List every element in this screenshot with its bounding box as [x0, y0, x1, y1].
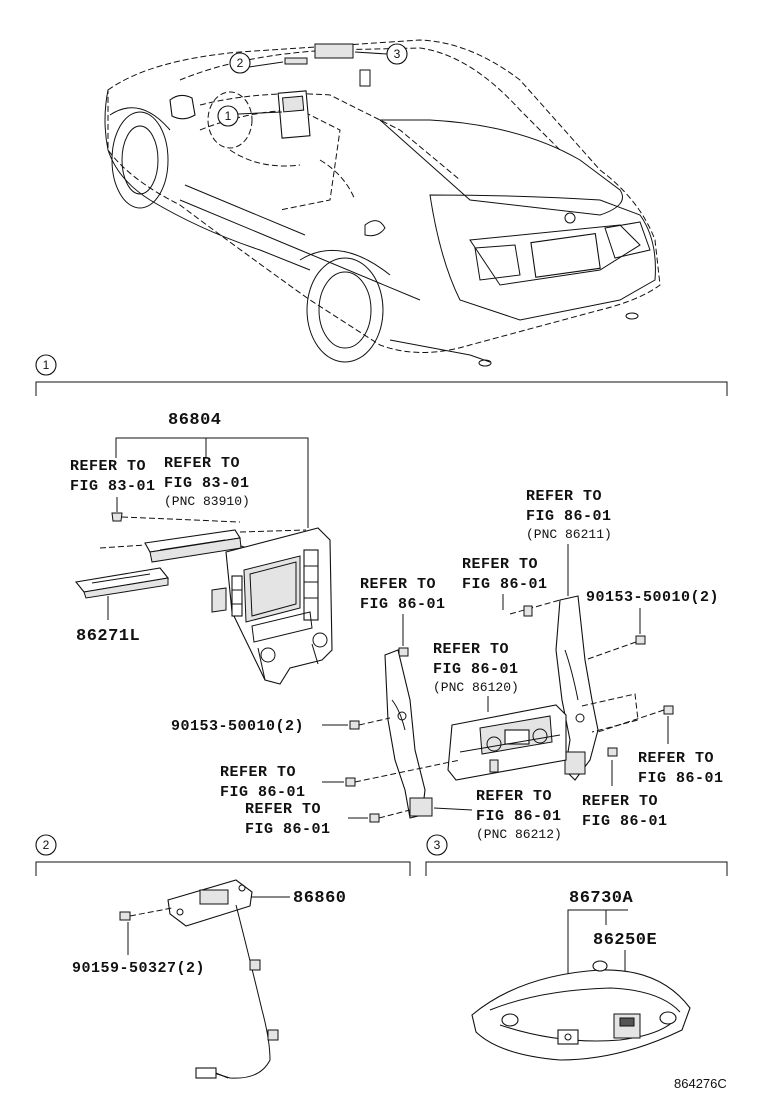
ref-86-01-j-line2: FIG 86-01: [245, 821, 331, 838]
part-90153-right-label: 90153-50010(2): [586, 589, 719, 606]
ref-86-01-i-line1: REFER TO: [582, 793, 658, 810]
section-3: 3 86730A 86250E: [425, 834, 728, 1061]
diagram-code: 864276C: [674, 1076, 727, 1091]
left-side-bracket-illustration: [384, 649, 433, 819]
part-86804-bezel-illustration: [211, 527, 333, 685]
section-2: 2 86860 90159-50327(2): [35, 834, 411, 1079]
ref-83-01-a-line2: FIG 83-01: [70, 478, 156, 495]
ref-83-01-b-line2: FIG 83-01: [164, 475, 250, 492]
part-86271L-illustration: [74, 567, 170, 620]
part-90153-left-label: 90153-50010(2): [171, 718, 304, 735]
ref-86-01-k-pnc: (PNC 86212): [476, 827, 562, 842]
car-overview-illustration: 2 3 1: [104, 39, 661, 367]
ref-86-01-k-line2: FIG 86-01: [476, 808, 562, 825]
ref-86-01-h-line1: REFER TO: [220, 764, 296, 781]
ref-83-01-b-line1: REFER TO: [164, 455, 240, 472]
section-2-number: 2: [43, 838, 50, 852]
section-3-number: 3: [434, 838, 441, 852]
callout-2: 2: [237, 56, 244, 70]
part-86250E-label: 86250E: [593, 931, 657, 950]
callout-1: 1: [225, 109, 232, 123]
ref-86-01-f-pnc: (PNC 86120): [433, 680, 519, 695]
ref-86-01-e-line1: REFER TO: [360, 576, 436, 593]
ref-86-01-d-line1: REFER TO: [462, 556, 538, 573]
ref-86-01-i-line2: FIG 86-01: [582, 813, 668, 830]
ref-86-01-f-line1: REFER TO: [433, 641, 509, 658]
part-86271L-label: 86271L: [76, 627, 140, 646]
section-1: 1 86804 REFER TO FIG 83-01 REFER TO FIG …: [35, 354, 728, 842]
ref-86-01-f-line2: FIG 86-01: [433, 661, 519, 678]
part-86860-label: 86860: [293, 889, 347, 908]
ref-83-01-a-line1: REFER TO: [70, 458, 146, 475]
part-86804-label: 86804: [168, 411, 222, 430]
ref-86-01-k-line1: REFER TO: [476, 788, 552, 805]
ref-86-01-g-line2: FIG 86-01: [638, 770, 724, 787]
ref-86-01-e-line2: FIG 86-01: [360, 596, 446, 613]
ref-83-01-b-pnc: (PNC 83910): [164, 494, 250, 509]
control-unit-86120-illustration: [447, 704, 567, 781]
right-side-bracket-illustration: [555, 595, 639, 781]
ref-86-01-c-pnc: (PNC 86211): [526, 527, 612, 542]
ref-86-01-c-line1: REFER TO: [526, 488, 602, 505]
overhead-console-illustration: [471, 960, 691, 1061]
ref-86-01-h-line2: FIG 86-01: [220, 784, 306, 801]
ref-86-01-g-line1: REFER TO: [638, 750, 714, 767]
ref-86-01-c-line2: FIG 86-01: [526, 508, 612, 525]
part-86860-module-illustration: [167, 879, 279, 1079]
ref-86-01-j-line1: REFER TO: [245, 801, 321, 818]
section-1-number: 1: [43, 358, 50, 372]
ref-86-01-d-line2: FIG 86-01: [462, 576, 548, 593]
part-86730A-label: 86730A: [569, 889, 634, 908]
callout-3: 3: [394, 47, 401, 61]
part-90159-label: 90159-50327(2): [72, 960, 205, 977]
